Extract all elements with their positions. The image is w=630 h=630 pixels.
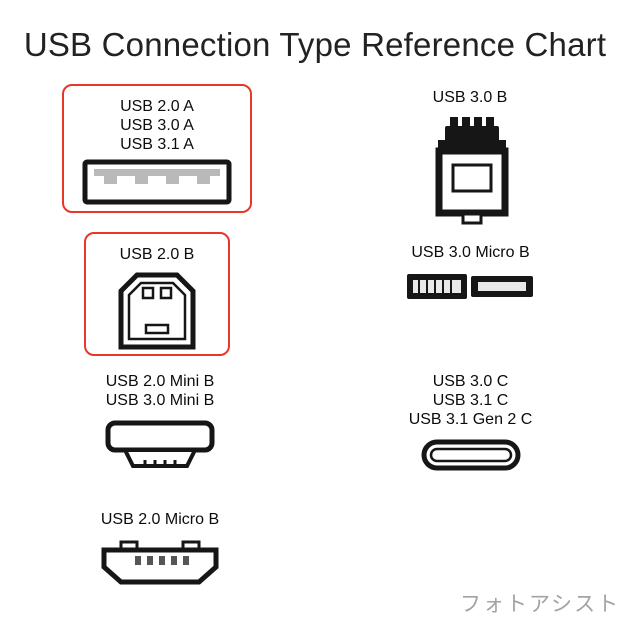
usb-3-micro-b-connector-icon [406, 274, 533, 299]
usb-2-0-a-label: USB 2.0 A [120, 98, 194, 115]
usb-2-0-mini-b-label: USB 2.0 Mini B [105, 373, 215, 390]
usb-3-b-section: USB 3.0 B [395, 88, 545, 227]
usb-3-0-a-label: USB 3.0 A [120, 117, 194, 134]
page-title: USB Connection Type Reference Chart [23, 26, 607, 63]
usb-3-1-c-label: USB 3.1 C [432, 392, 509, 409]
usb-micro-b-section: USB 2.0 Micro B [72, 510, 248, 587]
usb-3-0-micro-b-label: USB 3.0 Micro B [411, 244, 530, 261]
usb-b-section: USB 2.0 B [84, 232, 230, 356]
usb-c-connector-icon [421, 439, 520, 471]
usb-3-b-connector-icon [435, 117, 509, 225]
usb-3-micro-b-section: USB 3.0 Micro B [383, 243, 558, 302]
usb-b-connector-icon [118, 272, 196, 350]
usb-3-0-c-label: USB 3.0 C [432, 373, 509, 390]
usb-2-0-b-label: USB 2.0 B [119, 246, 195, 263]
watermark-text: フォトアシスト [460, 592, 621, 616]
usb-3-0-b-label: USB 3.0 B [432, 89, 508, 106]
usb-2-0-micro-b-label: USB 2.0 Micro B [100, 511, 220, 528]
usb-a-section: USB 2.0 A USB 3.0 A USB 3.1 A [62, 84, 252, 213]
usb-mini-b-connector-icon [105, 420, 215, 468]
usb-3-1-gen2-c-label: USB 3.1 Gen 2 C [408, 411, 533, 428]
usb-3-0-mini-b-label: USB 3.0 Mini B [105, 392, 215, 409]
usb-micro-b-connector-icon [101, 540, 219, 585]
usb-c-section: USB 3.0 C USB 3.1 C USB 3.1 Gen 2 C [393, 372, 548, 471]
usb-3-1-a-label: USB 3.1 A [120, 136, 194, 153]
usb-mini-b-section: USB 2.0 Mini B USB 3.0 Mini B [80, 372, 240, 472]
usb-a-connector-icon [82, 159, 232, 205]
